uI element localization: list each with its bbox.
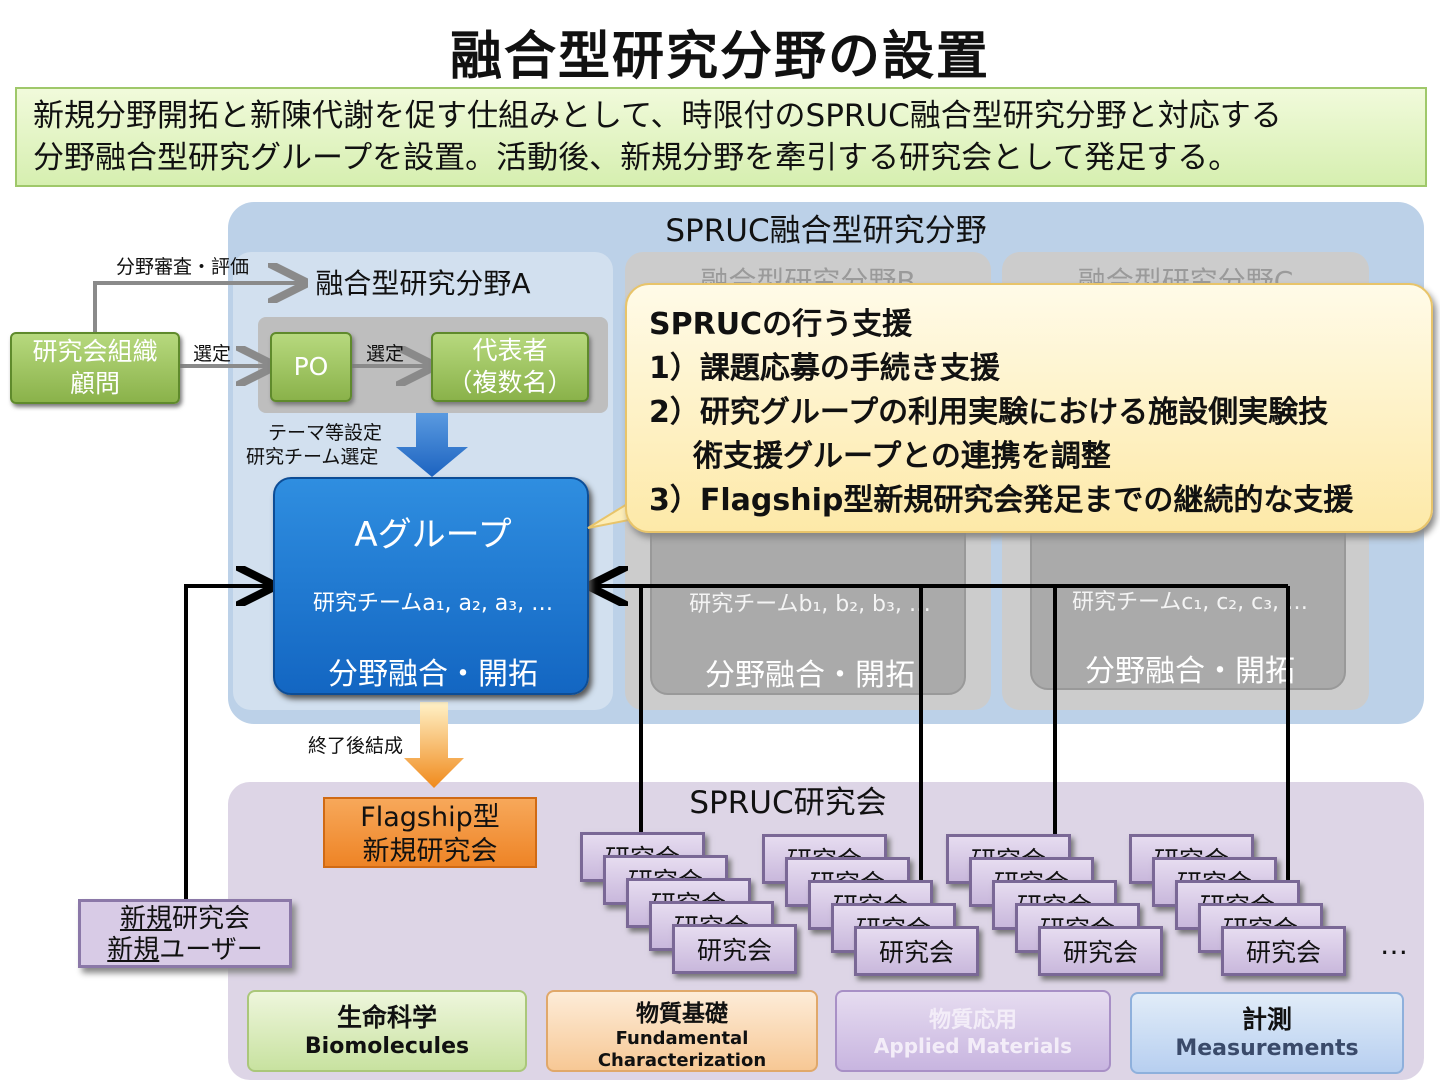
- kenkyukai-card: 研究会: [1038, 926, 1163, 976]
- select-label-1: 選定: [193, 343, 232, 365]
- flagship-line2: 新規研究会: [362, 836, 498, 867]
- category-fundamental: 物質基礎 Fundamental Characterization: [546, 990, 818, 1072]
- new-user-box: 新規研究会 新規ユーザー: [78, 899, 292, 968]
- new-group-line: 新規研究会: [119, 904, 251, 934]
- group-a-bottom: 分野融合・開拓: [328, 657, 538, 692]
- select-label-2: 選定: [366, 343, 405, 365]
- support-callout: SPRUCの行う支援 1）課題応募の手続き支援 2）研究グループの利用実験におけ…: [625, 283, 1433, 533]
- category-fundamental-en: Fundamental Characterization: [597, 1028, 767, 1071]
- group-a-title: Aグループ: [354, 515, 512, 555]
- category-biomolecules-en: Biomolecules: [304, 1034, 470, 1059]
- intro-box: 新規分野開拓と新陳代謝を促す仕組みとして、時限付のSPRUC融合型研究分野と対応…: [15, 87, 1427, 187]
- callout-item-2-cont: 術支援グループとの連携を調整: [693, 439, 1111, 474]
- category-biomolecules-jp: 生命科学: [336, 1003, 437, 1032]
- category-applied-materials: 物質応用 Applied Materials: [835, 990, 1111, 1072]
- group-a-team: 研究チームa₁, a₂, a₃, …: [312, 591, 554, 616]
- callout-item-2: 2）研究グループの利用実験における施設側実験技: [649, 395, 1329, 430]
- group-b-team: 研究チームb₁, b₂, b₃, …: [689, 592, 931, 617]
- more-ellipsis: …: [1380, 928, 1408, 961]
- callout-item-3: 3）Flagship型新規研究会発足までの継続的な支援: [649, 483, 1354, 518]
- field-b-title: 融合型研究分野B: [700, 265, 916, 286]
- fusion-area-title: SPRUC融合型研究分野: [665, 213, 987, 249]
- team-select-label: 研究チーム選定: [246, 446, 379, 468]
- callout-item-1: 1）課題応募の手続き支援: [649, 351, 1000, 386]
- category-measurements-jp: 計測: [1241, 1005, 1292, 1034]
- new-user-arrow: [184, 586, 268, 899]
- callout-heading: SPRUCの行う支援: [649, 307, 913, 342]
- representative-line2: （複数名）: [447, 368, 573, 397]
- group-c-bottom: 分野融合・開拓: [1085, 654, 1295, 689]
- field-c-title: 融合型研究分野C: [1077, 265, 1294, 286]
- orange-down-arrow: [404, 702, 464, 788]
- kenkyukai-card: 研究会: [854, 926, 979, 976]
- review-label: 分野審査・評価: [116, 256, 250, 278]
- representative-line1: 代表者: [472, 336, 548, 365]
- theme-label: テーマ等設定: [268, 422, 383, 444]
- kenkyukai-card: 研究会: [1221, 926, 1346, 976]
- category-applied-jp: 物質応用: [928, 1008, 1017, 1033]
- page-title: 融合型研究分野の設置: [449, 27, 990, 87]
- intro-line-1: 新規分野開拓と新陳代謝を促す仕組みとして、時限付のSPRUC融合型研究分野と対応…: [33, 98, 1282, 134]
- group-a: Aグループ 研究チームa₁, a₂, a₃, … 分野融合・開拓: [273, 477, 589, 695]
- category-fundamental-jp: 物質基礎: [636, 1001, 728, 1027]
- group-b-bottom: 分野融合・開拓: [705, 658, 915, 693]
- kenkyukai-title: SPRUC研究会: [689, 785, 887, 821]
- category-measurements: 計測 Measurements: [1130, 992, 1404, 1074]
- flagship-box: Flagship型 新規研究会: [323, 797, 537, 868]
- representative-box: 代表者 （複数名）: [431, 332, 589, 402]
- field-a-title: 融合型研究分野A: [315, 267, 531, 300]
- po-label: PO: [293, 352, 329, 381]
- org-advisor-line2: 顧問: [69, 369, 120, 398]
- org-advisor-box: 研究会組織 顧問: [10, 332, 180, 404]
- flagship-line1: Flagship型: [360, 802, 500, 833]
- after-label: 終了後結成: [308, 735, 404, 757]
- group-c-team: 研究チームc₁, c₂, c₃, …: [1071, 590, 1309, 615]
- review-arrow: [93, 283, 300, 333]
- kenkyukai-card: 研究会: [672, 924, 797, 974]
- intro-line-2: 分野融合型研究グループを設置。活動後、新規分野を牽引する研究会として発足する。: [33, 140, 1240, 176]
- category-biomolecules: 生命科学 Biomolecules: [247, 990, 527, 1072]
- category-measurements-en: Measurements: [1175, 1036, 1359, 1061]
- blue-down-arrow: [396, 413, 468, 477]
- org-advisor-line1: 研究会組織: [32, 337, 158, 366]
- new-user-line: 新規ユーザー: [107, 935, 263, 965]
- po-box: PO: [270, 332, 352, 402]
- category-applied-en: Applied Materials: [873, 1034, 1073, 1058]
